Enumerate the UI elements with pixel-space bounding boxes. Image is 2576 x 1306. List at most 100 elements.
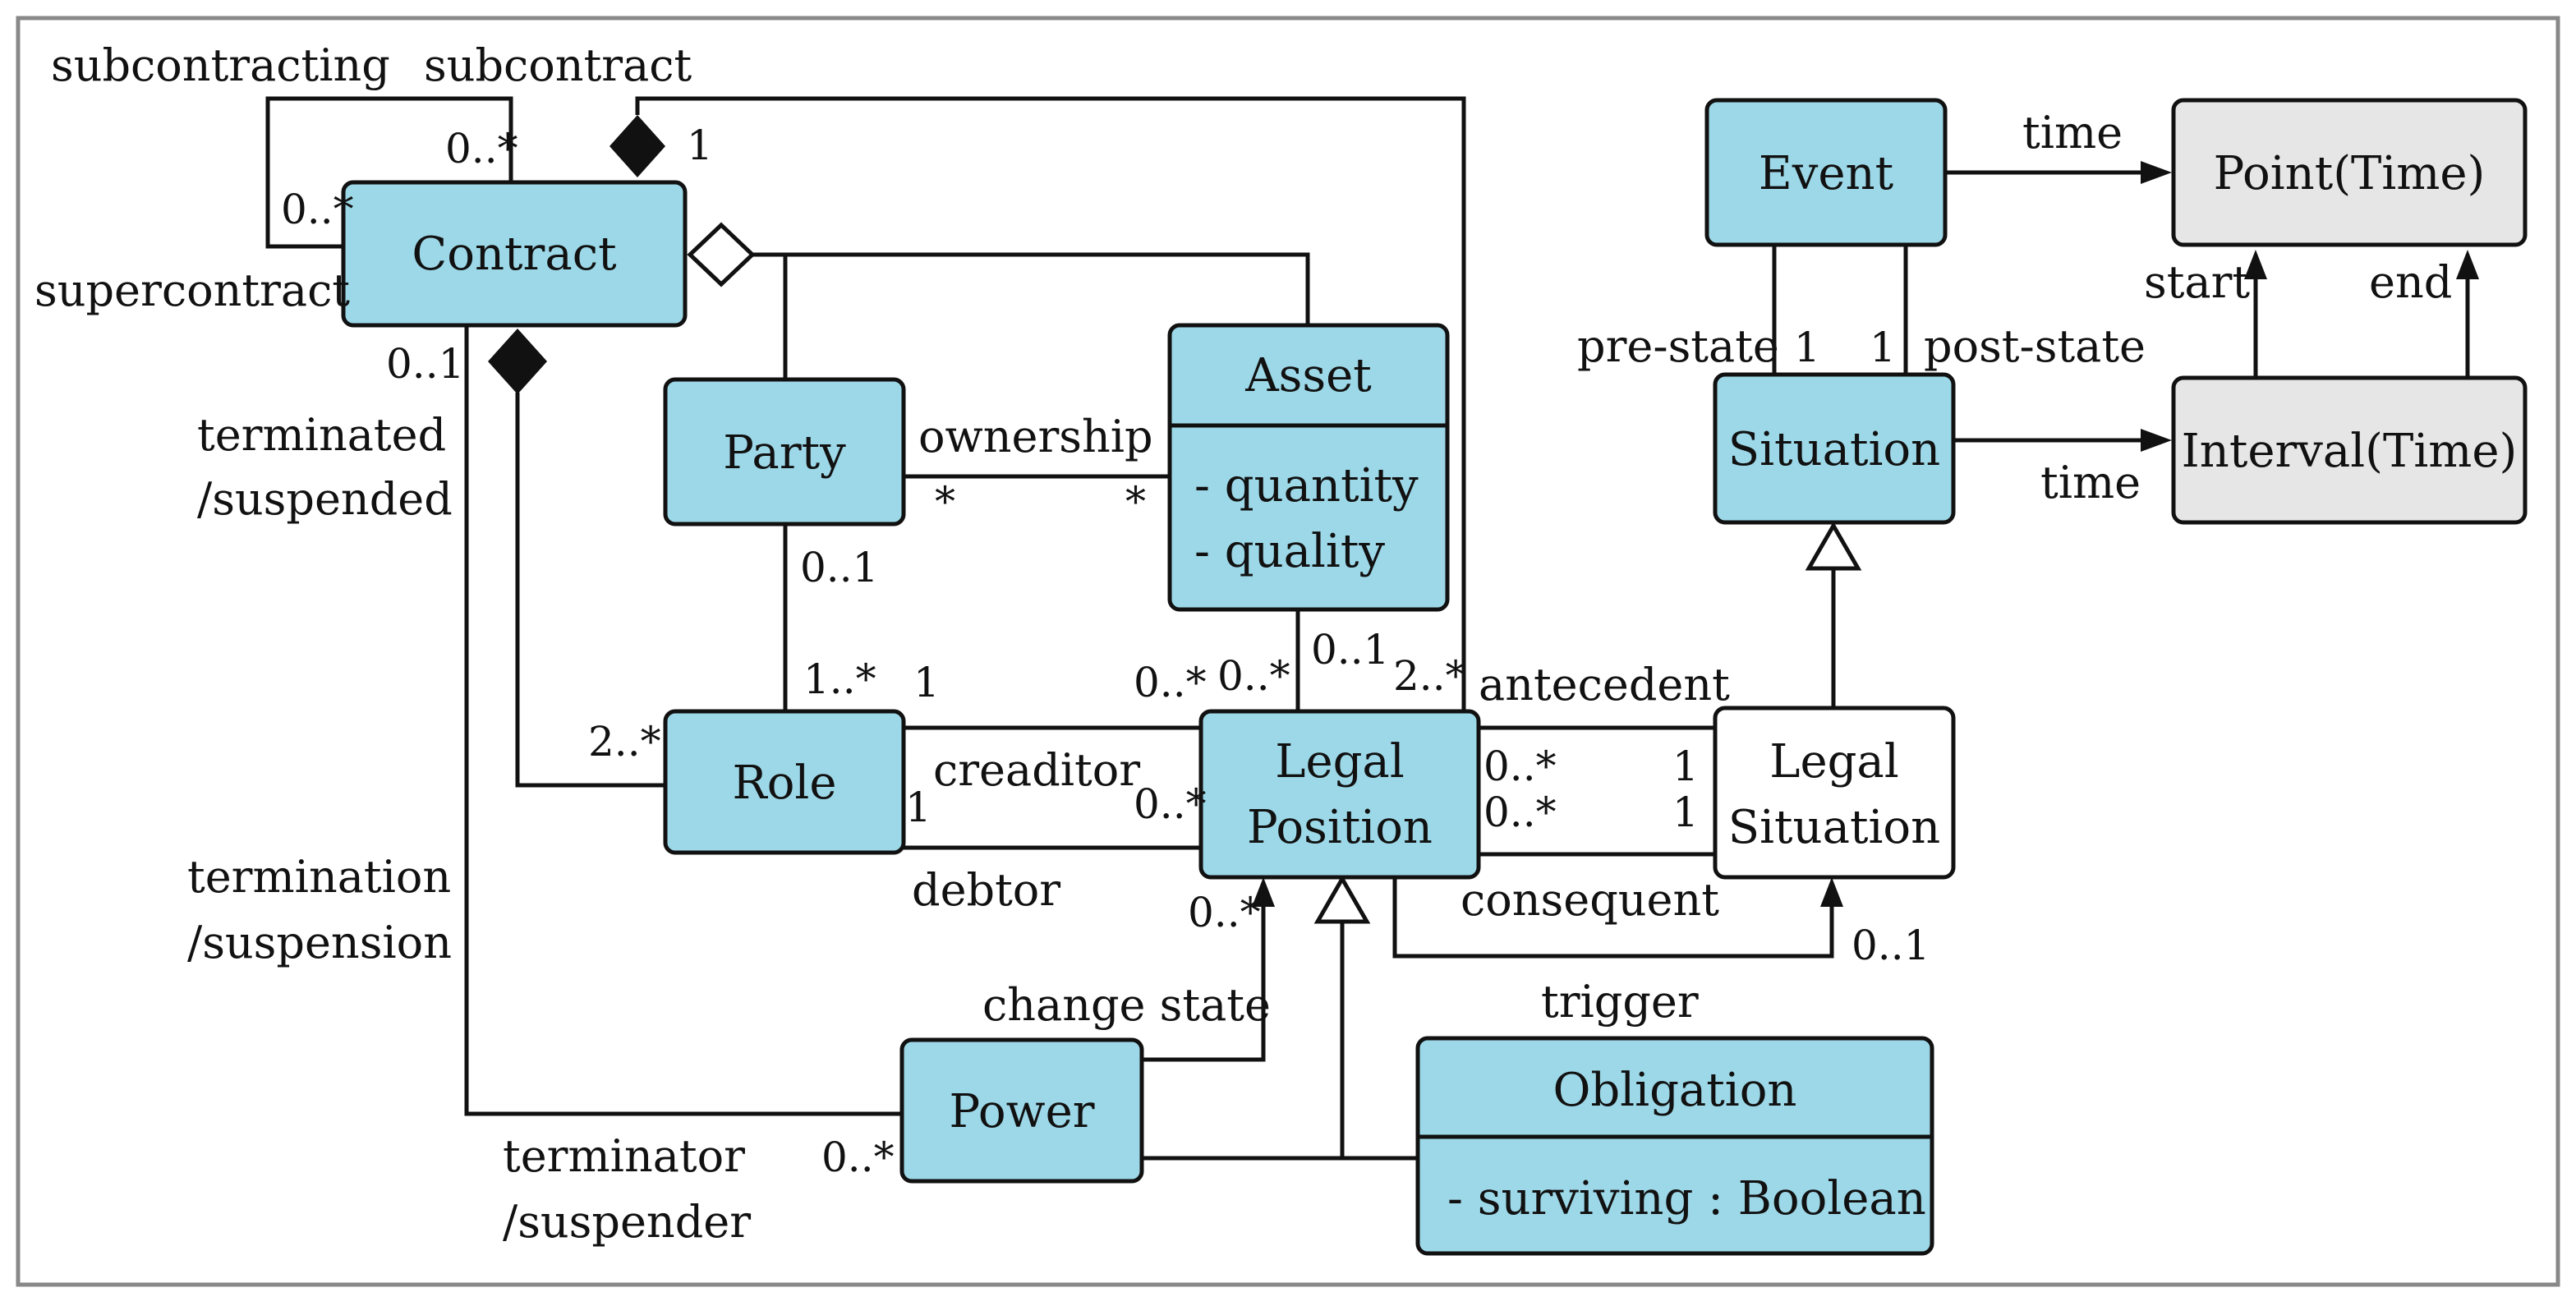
obligation-box bbox=[1415, 1036, 1934, 1256]
label-terminator: terminator bbox=[503, 1130, 745, 1182]
legal-position-line1: Legal bbox=[1275, 735, 1404, 789]
label-antecedent: antecedent bbox=[1479, 659, 1730, 710]
label-subcontracting: subcontracting bbox=[51, 39, 390, 91]
legal-position-line2: Position bbox=[1247, 801, 1433, 854]
event-name: Event bbox=[1759, 147, 1894, 200]
change-state-edge bbox=[1142, 900, 1266, 1062]
subcontracting-loop bbox=[265, 96, 513, 249]
party-name: Party bbox=[723, 426, 846, 480]
aggregation-diamond bbox=[687, 222, 756, 287]
mult-terminator: 0..* bbox=[821, 1134, 895, 1181]
obligation-attr-surviving: - surviving : Boolean bbox=[1447, 1172, 1926, 1226]
legal-situation-line2: Situation bbox=[1728, 801, 1940, 854]
label-end: end bbox=[2369, 256, 2452, 308]
mult-pre-state: 1 bbox=[1794, 324, 1820, 371]
mult-lp-contract: 2..* bbox=[1393, 652, 1466, 700]
change-state-arrowhead bbox=[1252, 877, 1275, 907]
multiplicities: 0..* 0..* 1 0..1 * * 0..1 1..* 2..* 1 1 … bbox=[281, 122, 1930, 1181]
situation-box bbox=[1713, 372, 1956, 525]
mult-supercontract: 0..* bbox=[281, 186, 354, 233]
label-consequent: consequent bbox=[1460, 874, 1719, 926]
label-creaditor: creaditor bbox=[933, 744, 1140, 796]
class-party[interactable]: Party bbox=[663, 377, 906, 527]
asset-attr-quantity: - quantity bbox=[1194, 459, 1419, 513]
composition-diamond-left bbox=[488, 329, 547, 394]
class-role[interactable]: Role bbox=[663, 709, 906, 855]
event-time-arrowhead bbox=[2141, 161, 2172, 184]
mult-lp-asset: 0..* bbox=[1217, 652, 1290, 700]
label-change-state: change state bbox=[982, 979, 1271, 1031]
mult-asset-lp: 0..1 bbox=[1311, 626, 1389, 674]
class-point-time[interactable]: Point(Time) bbox=[2171, 98, 2528, 247]
asset-name: Asset bbox=[1244, 349, 1372, 402]
class-legal-situation[interactable]: Legal Situation bbox=[1713, 706, 1956, 880]
contract-box bbox=[341, 180, 688, 328]
label-terminated: terminated bbox=[197, 409, 446, 461]
generalization-triangle-situation bbox=[1805, 521, 1862, 571]
composition-diamond-top bbox=[610, 115, 665, 177]
trigger-arrowhead bbox=[1820, 877, 1843, 907]
label-situation-time: time bbox=[2040, 457, 2141, 508]
point-time-box bbox=[2171, 98, 2528, 247]
label-post-state: post-state bbox=[1924, 320, 2146, 372]
label-trigger: trigger bbox=[1541, 976, 1699, 1028]
power-name: Power bbox=[950, 1085, 1095, 1138]
class-interval-time[interactable]: Interval(Time) bbox=[2171, 375, 2528, 525]
mult-ls-antecedent: 1 bbox=[1672, 743, 1699, 790]
interval-time-box bbox=[2171, 375, 2528, 525]
role-box bbox=[663, 709, 906, 855]
label-pre-state: pre-state bbox=[1577, 320, 1779, 372]
label-termination: termination bbox=[187, 851, 451, 903]
mult-lp-creditor: 0..* bbox=[1134, 659, 1207, 706]
mult-trigger: 0..1 bbox=[1852, 922, 1930, 969]
label-ownership: ownership bbox=[918, 411, 1153, 462]
class-obligation[interactable]: Obligation - surviving : Boolean bbox=[1415, 1036, 1934, 1256]
label-start: start bbox=[2144, 256, 2250, 308]
role-name: Role bbox=[733, 756, 837, 810]
mult-terminated: 0..1 bbox=[386, 340, 464, 388]
asset-box bbox=[1167, 323, 1450, 612]
generalization-triangle-lp bbox=[1313, 874, 1371, 924]
class-situation[interactable]: Situation bbox=[1713, 372, 1956, 525]
class-contract[interactable]: Contract bbox=[341, 180, 688, 328]
mult-contract-one: 1 bbox=[687, 122, 713, 169]
event-box bbox=[1704, 98, 1948, 247]
label-suspender: /suspender bbox=[503, 1196, 751, 1248]
label-suspension: /suspension bbox=[187, 917, 452, 968]
termination-edge bbox=[464, 325, 902, 1116]
mult-debtor-role: 1 bbox=[905, 784, 932, 831]
contract-name: Contract bbox=[412, 228, 617, 281]
label-event-time: time bbox=[2022, 107, 2123, 159]
legal-situation-line1: Legal bbox=[1769, 735, 1898, 789]
label-supercontract: supercontract bbox=[34, 264, 350, 316]
class-asset[interactable]: Asset - quantity - quality bbox=[1167, 323, 1450, 612]
start-arrowhead bbox=[2244, 250, 2267, 279]
mult-asset-ownership: * bbox=[1125, 478, 1146, 526]
mult-lp-debtor: 0..* bbox=[1134, 780, 1207, 828]
situation-time-arrowhead bbox=[2141, 429, 2172, 452]
obligation-name: Obligation bbox=[1552, 1064, 1796, 1117]
situation-name: Situation bbox=[1728, 423, 1940, 476]
association-labels: subcontracting subcontract supercontract… bbox=[34, 39, 2452, 1248]
label-suspended: /suspended bbox=[197, 473, 453, 525]
mult-ls-consequent: 1 bbox=[1672, 789, 1699, 836]
party-box bbox=[663, 377, 906, 527]
legal-position-box bbox=[1198, 709, 1481, 880]
mult-lp-consequent: 0..* bbox=[1484, 789, 1557, 836]
mult-change-state: 0..* bbox=[1188, 889, 1261, 936]
end-arrowhead bbox=[2456, 250, 2479, 279]
mult-creditor-role: 1 bbox=[913, 659, 940, 706]
label-subcontract: subcontract bbox=[424, 39, 692, 91]
trigger-edge bbox=[1392, 877, 1834, 959]
asset-attr-quality: - quality bbox=[1194, 525, 1385, 578]
power-box bbox=[899, 1037, 1144, 1184]
class-power[interactable]: Power bbox=[899, 1037, 1144, 1184]
contract-role-composition-edge bbox=[515, 393, 665, 788]
class-event[interactable]: Event bbox=[1704, 98, 1948, 247]
mult-party-ownership: * bbox=[935, 478, 955, 526]
mult-lp-antecedent: 0..* bbox=[1484, 743, 1557, 790]
mult-role-party: 1..* bbox=[803, 655, 876, 703]
mult-party-role: 0..1 bbox=[800, 544, 878, 591]
class-legal-position[interactable]: Legal Position bbox=[1198, 709, 1481, 880]
